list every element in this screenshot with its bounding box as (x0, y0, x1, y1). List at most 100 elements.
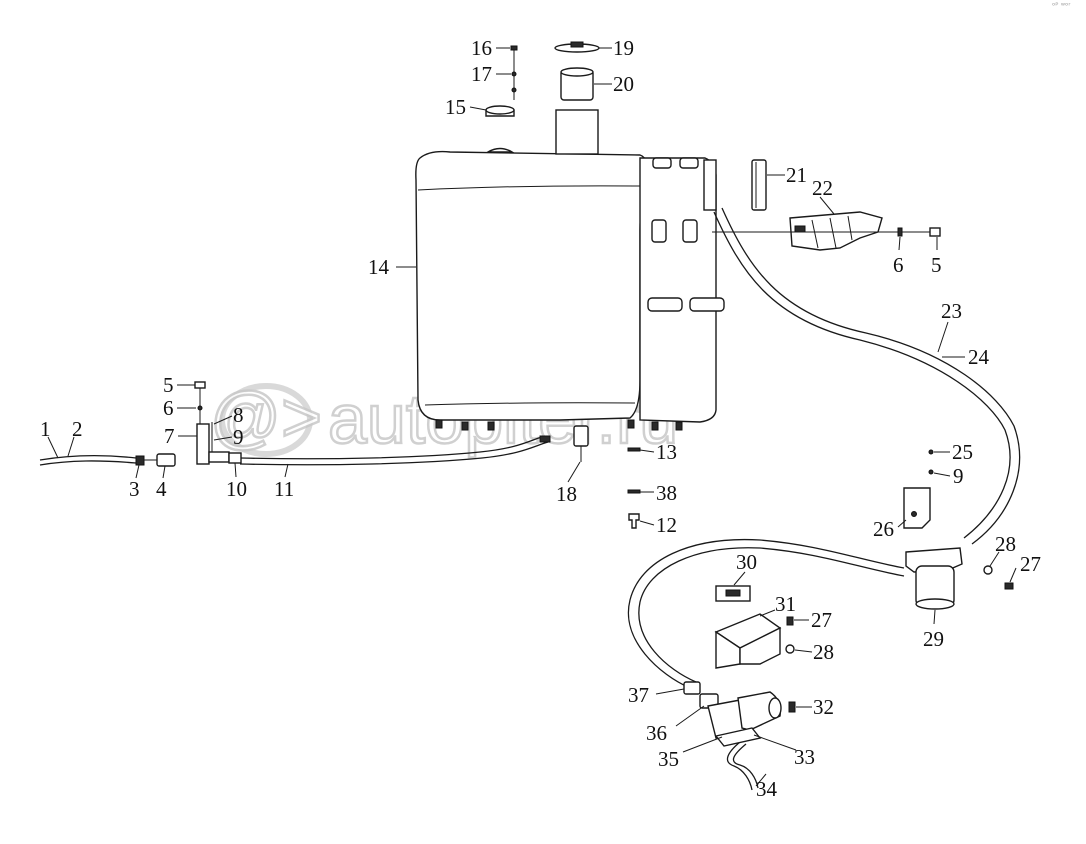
washer (511, 71, 517, 77)
callout-9-left: 9 (233, 425, 244, 449)
strainer-top (560, 67, 594, 77)
callout-37: 37 (628, 683, 649, 707)
leader-2 (67, 436, 75, 457)
washer-13 (627, 447, 641, 452)
leader-35 (682, 736, 723, 753)
screw-25 (928, 449, 934, 455)
valve-assembly-7-10 (194, 381, 242, 465)
leader-26 (897, 519, 907, 528)
callout-36: 36 (646, 721, 667, 745)
bolt-27-right (1004, 582, 1014, 590)
bracket-body (789, 211, 883, 251)
leader-3 (135, 464, 140, 479)
fuel-tank-top-edge (417, 185, 641, 191)
screw-head (510, 45, 518, 51)
fuel-filter-29 (903, 449, 1014, 610)
tube-outer (726, 741, 753, 791)
callout-16: 16 (471, 36, 492, 60)
leader-6-right (898, 236, 901, 251)
fuel-tank (415, 109, 725, 431)
fuel-line-11 (239, 435, 549, 466)
cap-knob (570, 41, 584, 48)
bracket-ribs (811, 215, 853, 249)
corner-mark: ᵒᴾ ʷᵒʳ (1052, 1, 1071, 10)
tank-lug (461, 421, 469, 431)
leader-4 (162, 465, 166, 479)
callout-24: 24 (968, 345, 990, 369)
bracket-slot (794, 225, 806, 233)
tank-lug (675, 421, 683, 431)
leader-34 (755, 773, 767, 787)
fitting-10 (228, 452, 242, 464)
line-outer (239, 435, 546, 460)
washer (511, 87, 517, 93)
leader-28-right (989, 551, 1000, 567)
callout-22: 22 (812, 176, 833, 200)
callout-26: 26 (873, 517, 894, 541)
callout-8: 8 (233, 403, 244, 427)
tank-pad (682, 219, 698, 243)
callout-19: 19 (613, 36, 634, 60)
hose-outer (713, 211, 1011, 539)
leader-23 (937, 321, 949, 353)
leader-27-right (1009, 567, 1017, 583)
leader-18 (567, 461, 581, 483)
callout-18: 18 (556, 482, 577, 506)
bolt-5 (929, 227, 941, 237)
pump-base-33 (714, 727, 762, 747)
filter-cartridge-bottom (915, 598, 955, 610)
bolt-5-head (194, 381, 206, 389)
callout-25: 25 (952, 440, 973, 464)
tank-pad (689, 297, 725, 312)
leader-15 (469, 106, 487, 111)
motor-end (768, 697, 782, 719)
leader-30 (733, 571, 746, 586)
callout-33: 33 (794, 745, 815, 769)
filter-bracket-26 (903, 487, 931, 529)
valve-port (208, 451, 230, 463)
washer-28-right (983, 565, 993, 575)
watermark-logo-glyph: @> (210, 378, 322, 456)
hose-inner (638, 547, 905, 683)
drain-valve-18 (539, 425, 589, 462)
washer-6 (897, 227, 903, 237)
leader-9-right (933, 472, 951, 477)
callout-17: 17 (471, 62, 492, 86)
fitting-3-4 (135, 453, 176, 467)
leader-31 (759, 609, 776, 617)
tube-inner (732, 743, 759, 789)
valve-body-7 (196, 423, 210, 465)
valve-connector (539, 435, 551, 443)
tank-bottom-lugs (435, 419, 683, 431)
tank-pad (647, 297, 683, 312)
leader-29 (933, 609, 936, 625)
gauge-cover-top (485, 105, 515, 115)
electric-pump-35 (683, 681, 796, 747)
fuel-tank-bottom-edge (424, 402, 636, 406)
drain-tube-34 (726, 741, 759, 791)
bolt-12 (628, 513, 640, 529)
fitting-3 (135, 455, 145, 466)
leader-28-mid (794, 649, 813, 653)
fuel-gauge-boss (485, 147, 515, 153)
callout-28-mid: 28 (813, 640, 834, 664)
callout-29: 29 (923, 627, 944, 651)
gauge-cover-15 (485, 105, 515, 117)
bolt-27-mid (786, 616, 794, 626)
callout-1: 1 (40, 417, 51, 441)
callout-35: 35 (658, 747, 679, 771)
label-plate-mark (725, 589, 741, 597)
washer-6-left (197, 405, 203, 411)
callout-15: 15 (445, 95, 466, 119)
leader-10 (234, 462, 237, 478)
filler-neck (555, 109, 599, 155)
line-inner (239, 441, 549, 466)
washer-9-right (928, 469, 934, 475)
plate-21 (751, 159, 767, 211)
callout-5-right: 5 (931, 253, 942, 277)
tube-inner (39, 460, 137, 466)
supply-hose-pump (627, 538, 905, 689)
callout-10: 10 (226, 477, 247, 501)
leader-11 (284, 463, 289, 478)
